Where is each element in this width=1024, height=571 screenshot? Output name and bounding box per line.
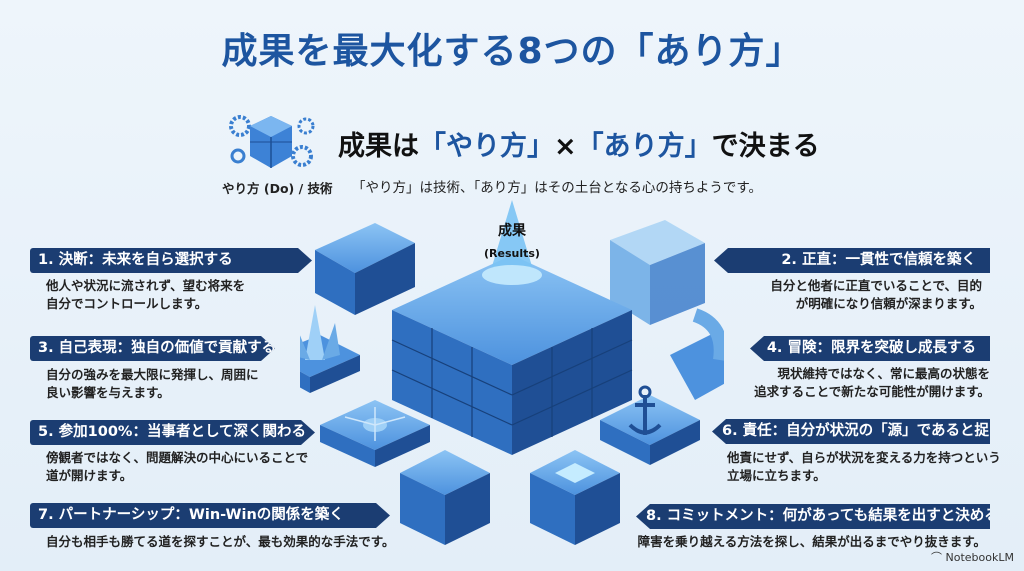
- item-6-description: 他責にせず、自らが状況を変える力を持つという立場に立ちます。: [727, 449, 1001, 485]
- item-2-heading: 2. 正直：一貫性で信頼を築く: [714, 248, 990, 273]
- item-1-desc-line1: 他人や状況に流されず、望む将来を: [46, 278, 246, 293]
- item-1-heading: 1. 決断：未来を自ら選択する: [30, 248, 312, 273]
- item-7-heading: 7. パートナーシップ：Win-Winの関係を築く: [30, 503, 390, 528]
- headline-yarikata: 「やり方」: [419, 131, 554, 162]
- cube-decision-icon: [315, 223, 415, 315]
- headline-times: ×: [554, 131, 577, 162]
- center-sublabel: (Results): [484, 247, 540, 260]
- item-8-description: 障害を乗り越える方法を探し、結果が出るまでやり抜きます。: [637, 534, 986, 549]
- item-1-desc-line2: 自分でコントロールします。: [46, 296, 208, 311]
- glass-cube-icon: [610, 220, 705, 325]
- item-4-desc-line2: 追求することで新たな可能性が開けます。: [754, 384, 990, 399]
- item-2-desc-line1: 自分と他者に正直でいることで、目的: [770, 278, 982, 293]
- item-3-heading: 3. 自己表現：独自の価値で貢献する: [30, 336, 275, 361]
- spiral-stairs-icon: [670, 308, 724, 400]
- item-5-desc-line1: 傍観者ではなく、問題解決の中心にいることで: [46, 450, 309, 465]
- puzzle-cube-icon: [400, 450, 490, 545]
- item-3-desc-line2: 良い影響を与えます。: [46, 385, 170, 400]
- item-6-heading: 6. 責任：自分が状況の「源」であると捉える: [712, 419, 990, 444]
- notebooklm-brand: ⌒ NotebookLM: [931, 549, 1014, 565]
- item-4-description: 現状維持ではなく、常に最高の状態を追求することで新たな可能性が開けます。: [754, 365, 990, 401]
- item-5-description: 傍観者ではなく、問題解決の中心にいることで道が開けます。: [46, 449, 308, 485]
- crystal-icon: [300, 305, 360, 393]
- headline-description: 「やり方」は技術、「あり方」はその土台となる心の持ちようです。: [352, 180, 762, 196]
- network-hub-icon: [320, 400, 430, 467]
- item-6-desc-line2: 立場に立ちます。: [727, 468, 826, 483]
- item-7-description: 自分も相手も勝てる道を探すことが、最も効果的な手法です。: [46, 534, 395, 549]
- page-title: 成果を最大化する8つの「あり方」: [221, 31, 803, 72]
- item-4-heading: 4. 冒険：限界を突破し成長する: [750, 336, 990, 361]
- central-cube-stack: [391, 200, 633, 455]
- headline-post: で決まる: [711, 131, 820, 162]
- notebooklm-logo-icon: ⌒: [931, 551, 946, 564]
- hollow-glow-cube-icon: [530, 450, 620, 545]
- item-4-desc-line1: 現状維持ではなく、常に最高の状態を: [777, 366, 990, 381]
- item-6-desc-line1: 他責にせず、自らが状況を変える力を持つという: [727, 450, 1001, 465]
- headline-pre: 成果は: [338, 131, 419, 162]
- item-1-description: 他人や状況に流されず、望む将来を自分でコントロールします。: [46, 277, 245, 313]
- item-3-description: 自分の強みを最大限に発揮し、周囲に良い影響を与えます。: [46, 366, 259, 402]
- item-5-heading: 5. 参加100%：当事者として深く関わる: [30, 420, 315, 445]
- brand-label: NotebookLM: [945, 551, 1014, 564]
- gears-cubes-icon: [229, 115, 315, 168]
- item-3-desc-line1: 自分の強みを最大限に発揮し、周囲に: [46, 367, 259, 382]
- center-label: 成果: [498, 222, 527, 239]
- item-2-description: 自分と他者に正直でいることで、目的が明確になり信頼が深まります。: [770, 277, 982, 313]
- headline: 成果は「やり方」×「あり方」で決まる: [338, 124, 820, 163]
- do-label: やり方 (Do) / 技術: [222, 181, 333, 196]
- headline-arikata: 「あり方」: [576, 131, 712, 162]
- central-cube-graphic: 成果 (Results): [300, 200, 724, 545]
- item-2-desc-line2: が明確になり信頼が深まります。: [795, 296, 982, 311]
- item-5-desc-line2: 道が開けます。: [46, 468, 133, 483]
- item-8-heading: 8. コミットメント：何があっても結果を出すと決める: [636, 504, 990, 529]
- anchor-icon: [600, 385, 700, 465]
